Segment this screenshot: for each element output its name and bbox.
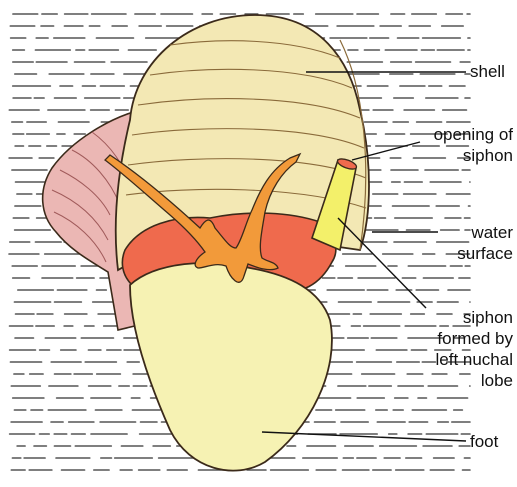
label-siphon: siphon formed by left nuchal lobe: [405, 307, 513, 391]
label-siphon-line-2: formed by: [405, 328, 513, 349]
label-water-surface: water surface: [430, 222, 513, 264]
foot: [130, 263, 332, 471]
label-siphon-line-3: left nuchal: [405, 349, 513, 370]
label-siphon-line-4: lobe: [405, 370, 513, 391]
label-opening-line-1: opening of: [412, 124, 513, 145]
label-water-line-1: water: [430, 222, 513, 243]
label-opening-line-2: siphon: [412, 145, 513, 166]
label-water-line-2: surface: [430, 243, 513, 264]
label-siphon-line-1: siphon: [405, 307, 513, 328]
label-shell: shell: [470, 61, 505, 82]
label-opening-of-siphon: opening of siphon: [412, 124, 513, 166]
label-foot: foot: [470, 431, 498, 452]
